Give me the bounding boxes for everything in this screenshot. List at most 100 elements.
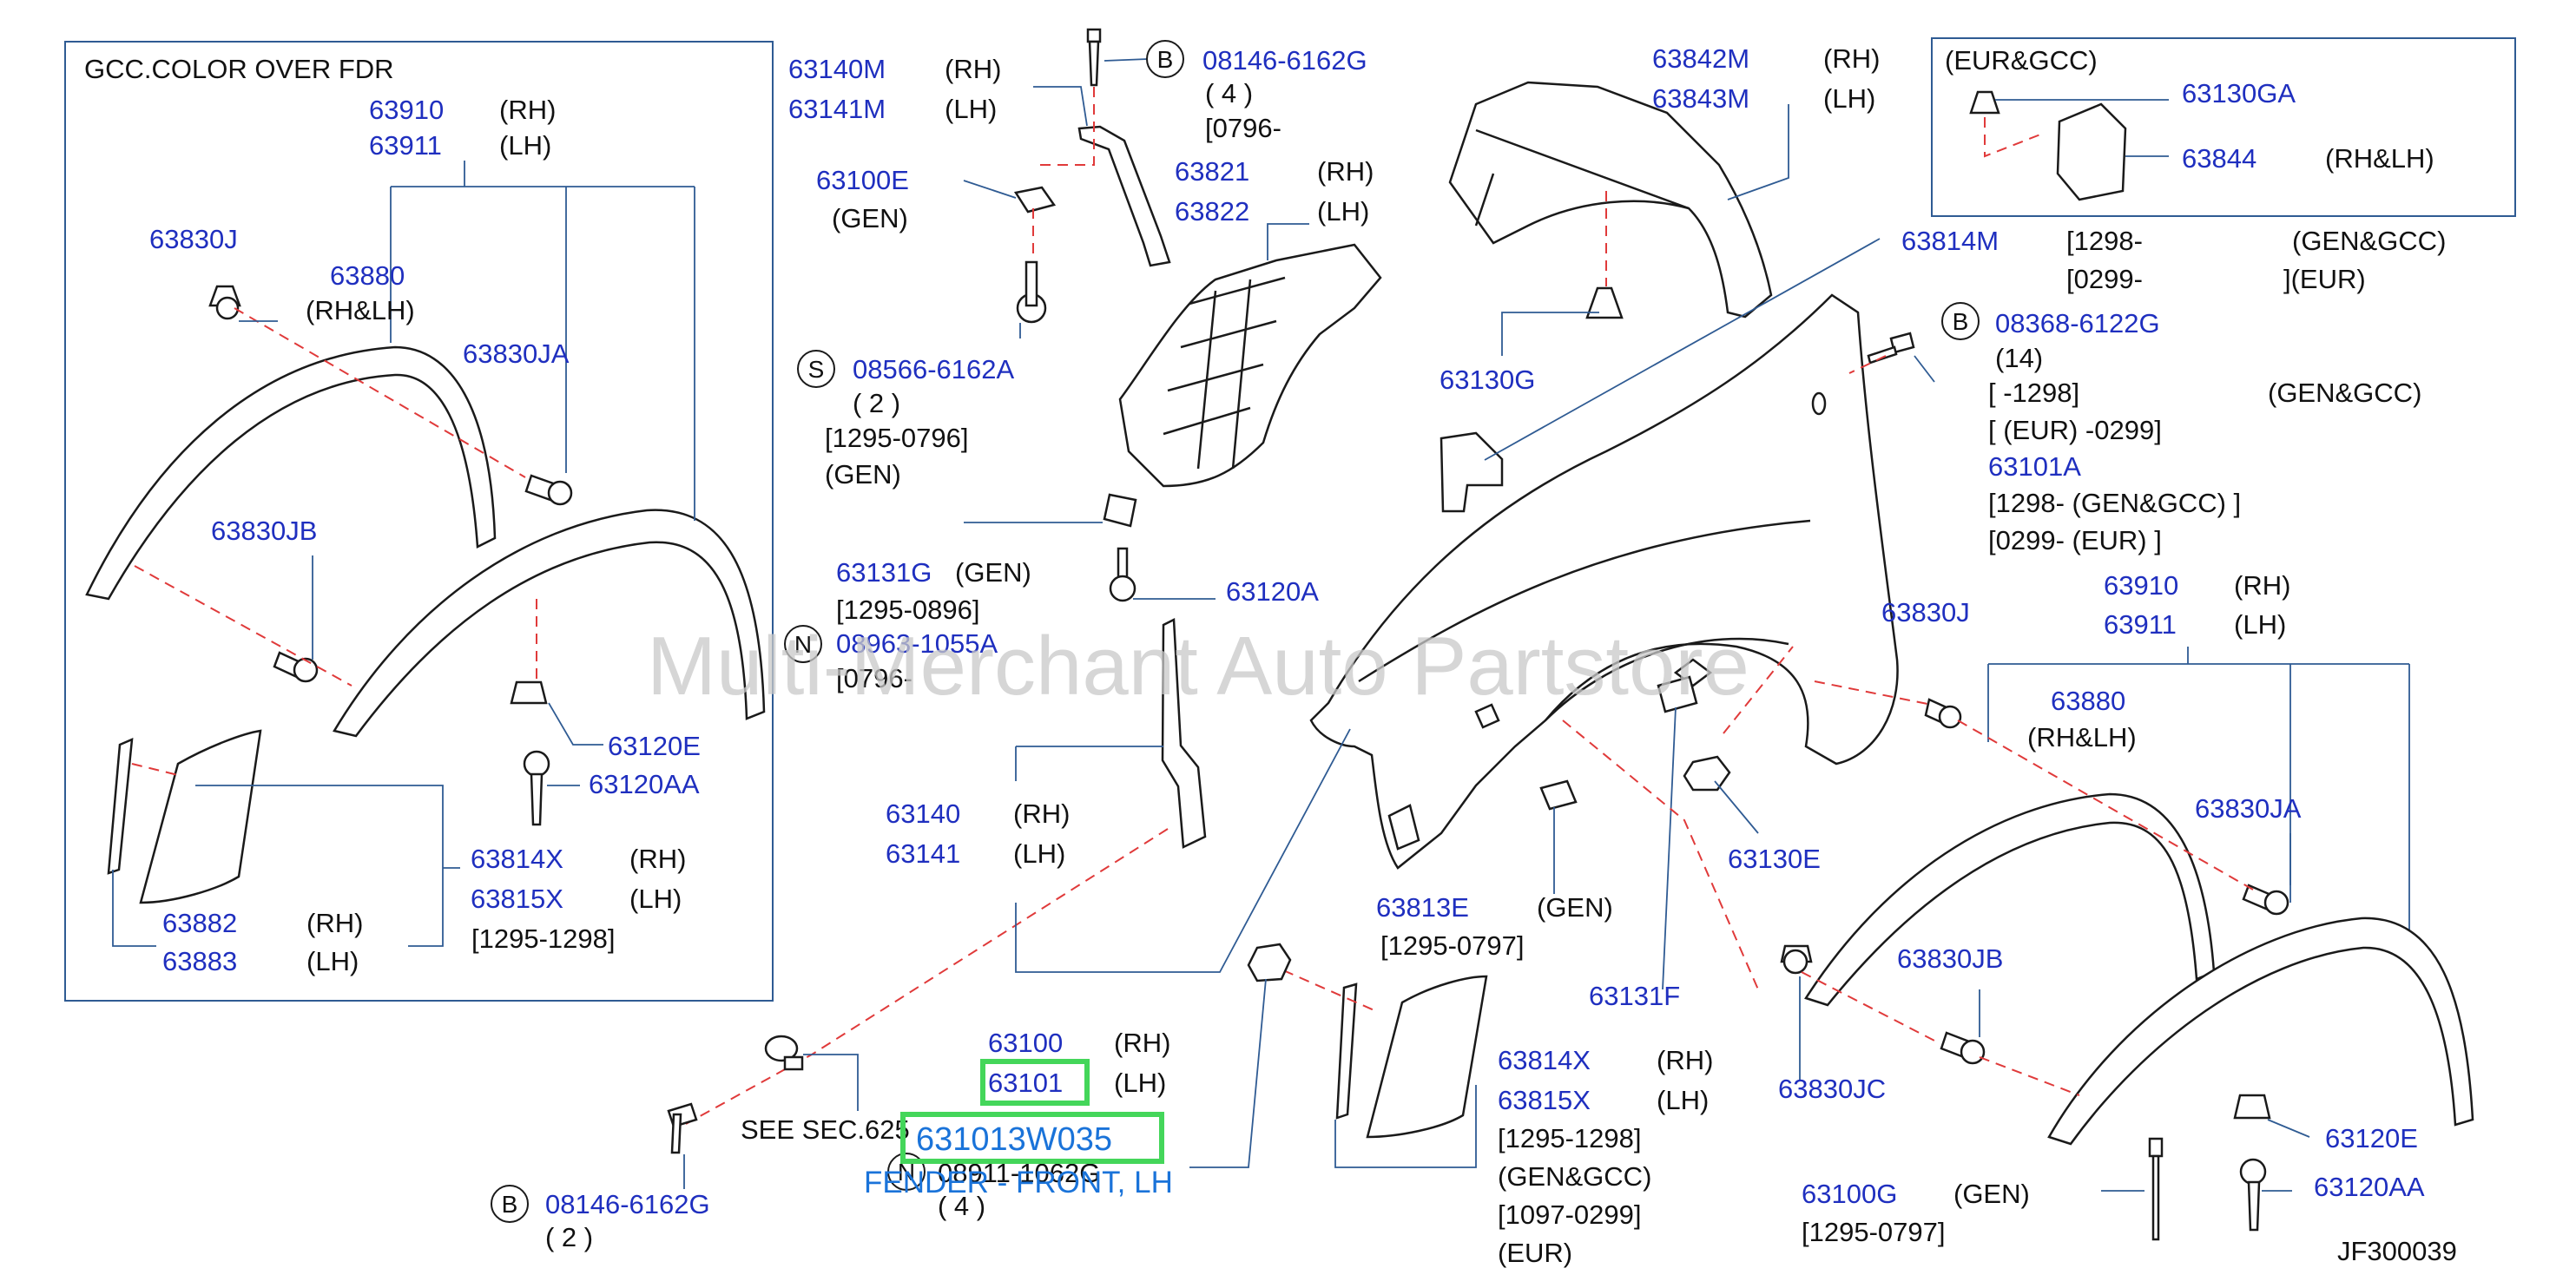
- part-number-label[interactable]: 63830J: [149, 224, 238, 254]
- part-note-label: (RH): [945, 54, 1001, 84]
- part-number-label[interactable]: 63842M: [1652, 43, 1749, 74]
- part-number-label[interactable]: 63911: [2104, 609, 2177, 640]
- part-number-label[interactable]: 63830J: [1881, 597, 1970, 628]
- part-number-label[interactable]: 63131F: [1589, 981, 1680, 1011]
- circled-letter-text: B: [1157, 46, 1174, 73]
- bolt-right-63120AA: [2239, 1158, 2267, 1232]
- watermark: Multi-Merchant Auto Partstore: [647, 620, 1749, 713]
- part-note-label: (RH): [1657, 1045, 1713, 1075]
- part-number-label[interactable]: 63814M: [1901, 226, 1999, 256]
- part-number-label[interactable]: 08146-6162G: [545, 1189, 710, 1219]
- part-number-label[interactable]: 63814X: [1498, 1045, 1591, 1075]
- part-note-label: [1295-0796]: [825, 423, 968, 453]
- part-note-label: (RH): [1013, 798, 1070, 829]
- part-number-label[interactable]: 63822: [1175, 196, 1249, 227]
- part-number-label[interactable]: 63140M: [788, 54, 886, 84]
- part-number-label[interactable]: 63882: [162, 908, 237, 938]
- part-note-label: [0299-: [2066, 264, 2143, 294]
- part-number-label[interactable]: 08566-6162A: [853, 354, 1014, 384]
- bracket-63140: [1161, 618, 1207, 849]
- part-number-label[interactable]: 63101A: [1988, 451, 2081, 482]
- circled-letter-text: B: [502, 1191, 518, 1218]
- part-number-label[interactable]: 63131G: [836, 557, 932, 588]
- part-number-label[interactable]: 08146-6162G: [1202, 45, 1367, 76]
- part-note-label: (LH): [1823, 83, 1875, 114]
- part-number-label[interactable]: 63100: [988, 1028, 1063, 1058]
- part-number-label[interactable]: 63830JA: [2195, 793, 2302, 824]
- flare-arch-large: [333, 509, 766, 738]
- part-number-label[interactable]: 63130G: [1440, 365, 1535, 395]
- part-number-label[interactable]: 63843M: [1652, 83, 1749, 114]
- part-note-label: [ -1298]: [1988, 378, 2079, 408]
- part-number-label[interactable]: 63120E: [608, 731, 701, 761]
- part-note-label: (RH&LH): [2325, 143, 2434, 174]
- part-number-label[interactable]: 63120A: [1226, 576, 1319, 607]
- part-number-label[interactable]: 63830JA: [463, 338, 570, 369]
- part-number-label[interactable]: 63120AA: [589, 769, 700, 799]
- part-number-label[interactable]: 63815X: [471, 884, 563, 914]
- part-note-label: ( 2 ): [853, 388, 900, 418]
- part-number-label[interactable]: 63813E: [1376, 892, 1469, 923]
- side-panel-63814X: [139, 729, 262, 904]
- left-inset-parts: [85, 161, 766, 947]
- part-note-label: (RH): [306, 908, 363, 938]
- part-number-label[interactable]: 63910: [2104, 570, 2178, 601]
- part-number-label[interactable]: 63880: [2051, 686, 2125, 716]
- bracket-63140M: [1077, 125, 1171, 267]
- inset-right-title: (EUR&GCC): [1945, 45, 2098, 76]
- circled-letter-text: S: [808, 356, 825, 383]
- clip-right-63830JC: [1780, 944, 1813, 975]
- part-number-label[interactable]: 63821: [1175, 156, 1249, 187]
- part-number-label[interactable]: 63100E: [816, 165, 909, 195]
- part-number-label[interactable]: 63140: [886, 798, 960, 829]
- part-number-label[interactable]: 63814X: [471, 844, 563, 874]
- part-note-label: (LH): [1114, 1068, 1166, 1098]
- part-number-label[interactable]: 63130E: [1728, 844, 1821, 874]
- part-note-label: (RH): [499, 95, 556, 125]
- part-number-label[interactable]: 63830JB: [1897, 943, 2003, 974]
- part-number-label[interactable]: 63910: [369, 95, 444, 125]
- part-note-label: (GEN): [832, 203, 908, 233]
- highlight-selected-part: [900, 1112, 1164, 1164]
- part-note-label: (LH): [629, 884, 682, 914]
- part-number-label[interactable]: 63120AA: [2314, 1172, 2425, 1202]
- part-note-label: (RH&LH): [2027, 722, 2137, 752]
- bottom-center-parts: [667, 943, 1488, 1189]
- part-number-label[interactable]: 63880: [330, 260, 405, 291]
- cap-63844: [2056, 102, 2127, 201]
- part-note-label: [0796-: [836, 663, 912, 693]
- part-number-label[interactable]: 63120E: [2325, 1123, 2418, 1153]
- part-number-label[interactable]: 63830JC: [1778, 1074, 1886, 1104]
- part-note-label: SEE SEC.625: [741, 1114, 910, 1145]
- part-note-label: (LH): [1013, 838, 1065, 869]
- inset-right-frame: [1931, 37, 2516, 217]
- clip-63830JA: [524, 474, 573, 506]
- part-number-label[interactable]: 63141M: [788, 94, 886, 124]
- part-note-label: [1295-1298]: [1498, 1123, 1641, 1153]
- part-number-label[interactable]: 08368-6122G: [1995, 308, 2160, 338]
- part-number-label[interactable]: 63141: [886, 838, 960, 869]
- part-number-label[interactable]: 63830JB: [211, 516, 317, 546]
- part-number-label[interactable]: 63101: [988, 1068, 1063, 1098]
- part-number-label[interactable]: 63100G: [1802, 1179, 1897, 1209]
- clip-right-63830J: [1924, 698, 1962, 729]
- selected-part-number[interactable]: 631013W035: [916, 1121, 1112, 1158]
- part-number-label[interactable]: 63815X: [1498, 1085, 1591, 1115]
- fender-front-lh: [1309, 293, 1899, 870]
- part-number-label[interactable]: 63911: [369, 130, 442, 161]
- part-number-label[interactable]: 63130GA: [2182, 78, 2296, 108]
- right-middle-parts: [1440, 81, 1946, 990]
- part-note-label: (GEN&GCC): [2292, 226, 2446, 256]
- part-note-label: [1298-: [2066, 226, 2143, 256]
- part-number-label[interactable]: 08963-1055A: [836, 628, 998, 659]
- nut-63100E: [1013, 186, 1057, 214]
- bolt-63120AA: [523, 750, 550, 826]
- part-number-label[interactable]: 63883: [162, 946, 237, 976]
- part-note-label: (GEN&GCC): [1498, 1161, 1651, 1192]
- circled-letter-text: N: [794, 631, 812, 658]
- circled-letter-text: B: [1953, 308, 1969, 335]
- part-note-label: [0299- (EUR) ]: [1988, 525, 2162, 555]
- part-note-label: ( 2 ): [545, 1222, 593, 1252]
- part-number-label[interactable]: 63844: [2182, 143, 2256, 174]
